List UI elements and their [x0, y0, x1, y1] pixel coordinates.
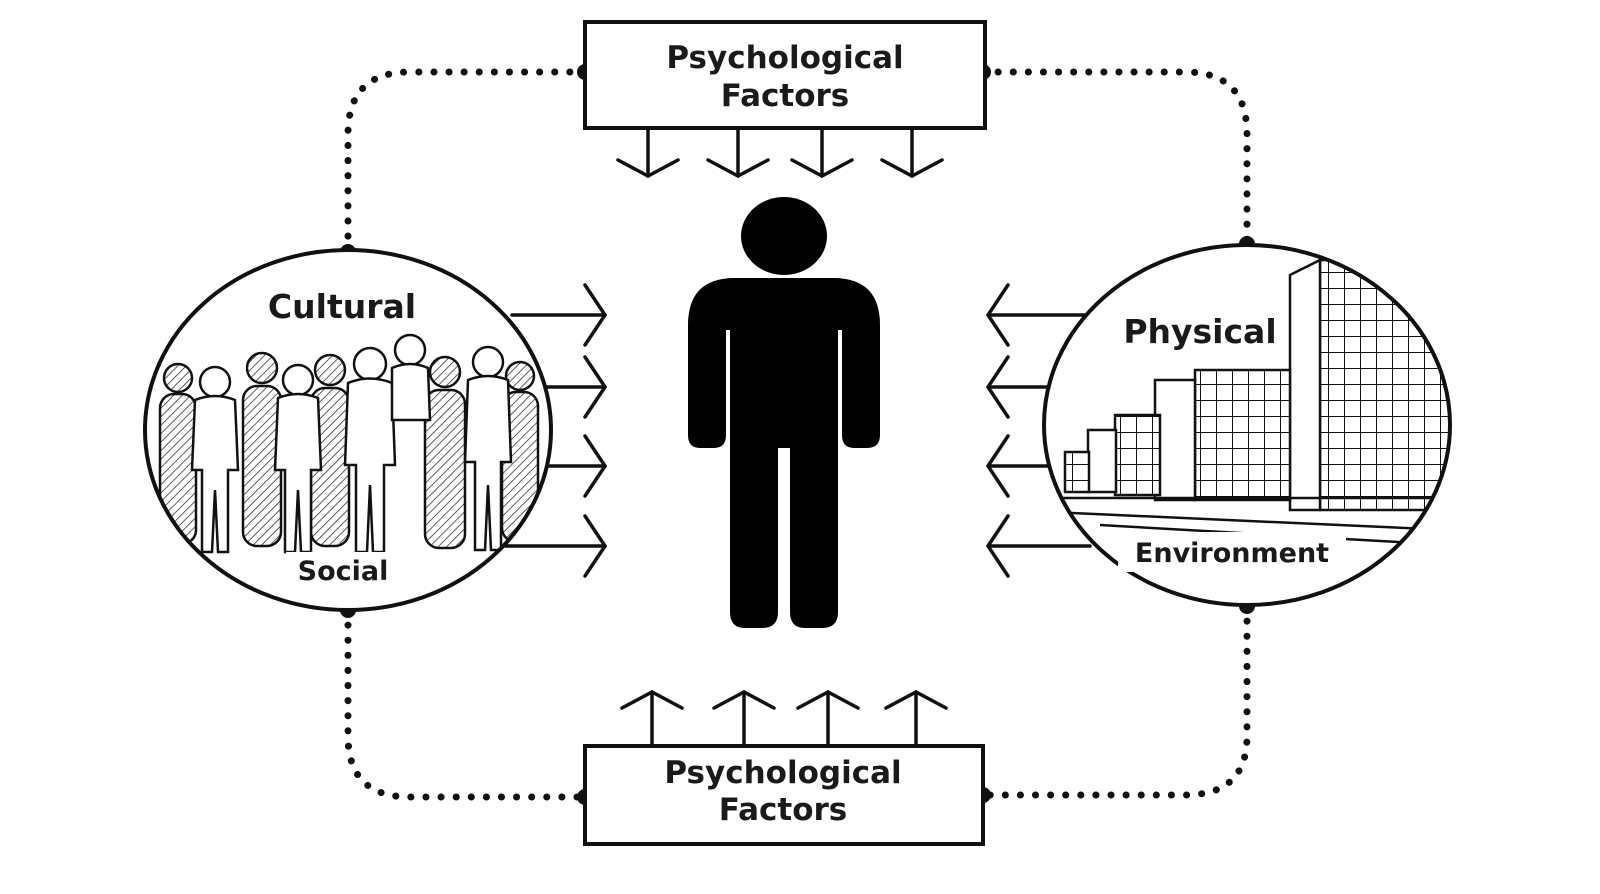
social-label: Social: [298, 556, 389, 587]
top-box-line1: Psychological: [666, 40, 903, 76]
environment-label-backdrop: [1118, 532, 1346, 572]
down-arrow-3: [790, 126, 854, 178]
physical-label: Physical: [1123, 312, 1276, 351]
right-arrow-3: [543, 434, 608, 498]
person-icon: [688, 197, 880, 628]
crowd-illustration: [158, 333, 540, 554]
cultural-label: Cultural: [268, 287, 416, 326]
left-arrow-4: [985, 514, 1092, 578]
down-arrow-1: [616, 126, 680, 178]
dotted-connector-bottom-left: [344, 606, 589, 801]
environment-label: Environment: [1135, 538, 1329, 569]
dotted-connectors: [344, 68, 1251, 801]
social-label-backdrop: [286, 552, 400, 588]
top-psychological-factors-box: Psychological Factors: [583, 20, 987, 130]
bottom-box-line2: Factors: [719, 792, 848, 828]
left-arrows: [985, 283, 1092, 578]
right-arrow-2: [538, 355, 608, 419]
up-arrow-4: [884, 690, 948, 748]
up-arrow-2: [712, 690, 776, 748]
up-arrow-1: [620, 690, 684, 748]
physical-environment-circle: Physical Environment: [1042, 243, 1452, 607]
physical-label-backdrop: [1118, 306, 1284, 352]
top-box-line2: Factors: [721, 78, 850, 114]
right-arrows: [503, 283, 608, 578]
left-arrow-3: [985, 434, 1052, 498]
dotted-connector-bottom-right: [979, 602, 1251, 799]
up-arrows: [620, 690, 948, 748]
bottom-psychological-factors-box: Psychological Factors: [583, 744, 985, 846]
down-arrow-4: [880, 126, 944, 178]
dotted-connector-top-right: [979, 68, 1251, 248]
right-arrow-4: [503, 514, 608, 578]
right-arrow-1: [510, 283, 608, 347]
bottom-box-line1: Psychological: [664, 755, 901, 791]
dotted-connector-top-left: [344, 68, 589, 256]
up-arrow-3: [796, 690, 860, 748]
down-arrow-2: [706, 126, 770, 178]
down-arrows: [616, 126, 944, 178]
left-arrow-1: [985, 283, 1087, 347]
cultural-social-circle: Cultural Social: [143, 248, 553, 612]
